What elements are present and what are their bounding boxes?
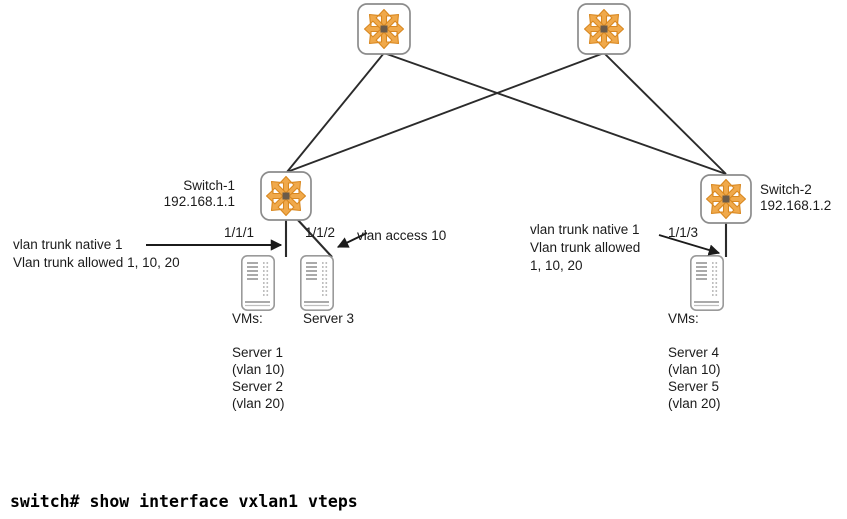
- cli-output: switch# show interface vxlan1 vteps Sour…: [10, 414, 840, 519]
- left-trunk-native-label: vlan trunk native 1: [13, 237, 123, 252]
- spine-switch-2-icon: [577, 3, 631, 55]
- cli-prompt-text: switch# show interface vxlan1 vteps: [10, 492, 358, 511]
- server-left-caption: VMs:: [232, 311, 263, 326]
- switch-1-ip: 192.168.1.1: [163, 194, 235, 209]
- leaf-switch-2-icon: [700, 174, 752, 224]
- right-trunk-arrow: [658, 234, 721, 256]
- vm-line: Server 2: [232, 379, 284, 394]
- vm-line: Server 4: [668, 345, 720, 360]
- vm-line: (vlan 20): [232, 396, 285, 411]
- spine-switch-1-icon: [357, 3, 411, 55]
- link-spine1-switch2: [383, 52, 727, 175]
- link-switch1-port2: [296, 218, 333, 258]
- link-spine1-switch1: [286, 52, 385, 173]
- switch-2-ip: 192.168.1.2: [760, 198, 832, 213]
- switch-2-name: Switch-2: [760, 182, 812, 197]
- server-3-icon: [299, 255, 335, 312]
- port-label-1-1-2: 1/1/2: [305, 225, 336, 240]
- server-left-icon: [241, 255, 276, 312]
- vm-line: (vlan 10): [232, 362, 285, 377]
- right-trunk-native-label: vlan trunk native 1: [530, 222, 640, 237]
- access-vlan-arrow: [336, 232, 368, 248]
- right-trunk-allowed-label: Vlan trunk allowed: [530, 240, 641, 255]
- vm-line: Server 1: [232, 345, 284, 360]
- link-spine2-switch2: [603, 52, 727, 175]
- right-trunk-vlans-label: 1, 10, 20: [530, 258, 583, 273]
- access-vlan-label: vlan access 10: [357, 228, 447, 243]
- server-3-caption: Server 3: [303, 311, 355, 326]
- left-trunk-allowed-label: Vlan trunk allowed 1, 10, 20: [13, 255, 180, 270]
- port-label-1-1-1: 1/1/1: [224, 225, 255, 240]
- link-spine2-switch1: [286, 52, 605, 173]
- vm-line: Server 5: [668, 379, 720, 394]
- cli-prompt-line: switch# show interface vxlan1 vteps: [10, 489, 840, 514]
- port-label-1-1-3: 1/1/3: [668, 225, 699, 240]
- leaf-switch-1-icon: [260, 171, 312, 221]
- vm-line: (vlan 10): [668, 362, 721, 377]
- leaf-server-links: [284, 218, 728, 258]
- vm-line: (vlan 20): [668, 396, 721, 411]
- server-right-caption: VMs:: [668, 311, 699, 326]
- spine-leaf-links: [286, 52, 727, 175]
- server-right-icon: [689, 255, 725, 312]
- switch-1-name: Switch-1: [183, 178, 235, 193]
